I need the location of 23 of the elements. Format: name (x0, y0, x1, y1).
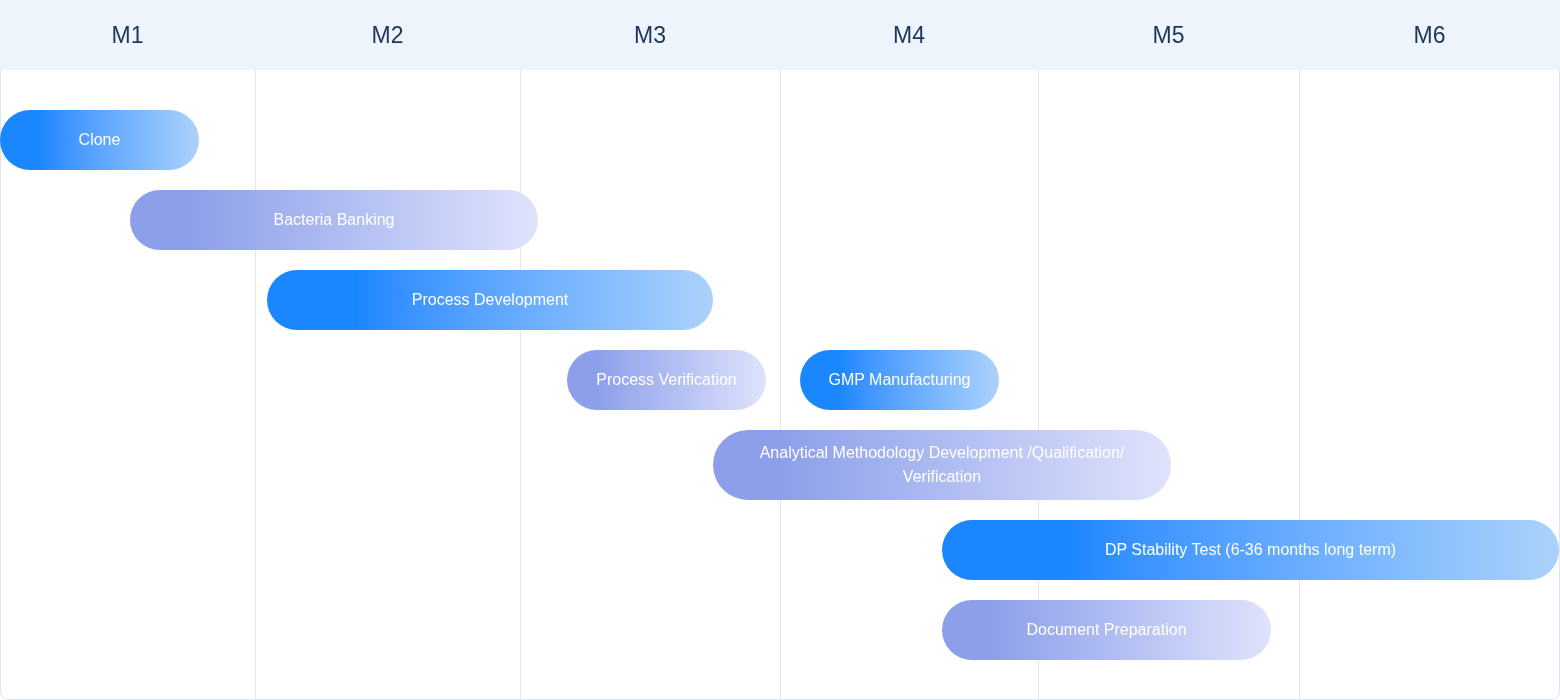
bar-label: M1 (111, 23, 144, 47)
bar-label: M5 (1152, 23, 1185, 47)
bar-label: M4 (893, 23, 925, 47)
bar-label: Document Preparation (1026, 620, 1187, 640)
timeline-bar (130, 190, 538, 250)
timeline-bar (0, 110, 199, 170)
bar-label: M2 (371, 23, 404, 47)
bar-label: Process Development (411, 290, 569, 310)
timeline-bar (800, 350, 999, 410)
month-header (1299, 0, 1560, 70)
timeline-bar (942, 600, 1271, 660)
month-header (0, 0, 255, 70)
bar-label: Clone (78, 130, 121, 150)
bar-label: GMP Manufacturing (828, 370, 971, 390)
bar-label: M3 (634, 23, 666, 47)
timeline-bar (267, 270, 713, 330)
bar-label: DP Stability Test (6-36 months long term) (1104, 540, 1397, 560)
bar-label: Process Verification (596, 370, 737, 390)
timeline-bar (942, 520, 1559, 580)
bar-label: Bacteria Banking (273, 210, 395, 230)
bar-label: M6 (1413, 23, 1446, 47)
timeline-bar (567, 350, 766, 410)
bar-label: Analytical Methodology Development /Qualification/ Verification (758, 443, 1126, 487)
